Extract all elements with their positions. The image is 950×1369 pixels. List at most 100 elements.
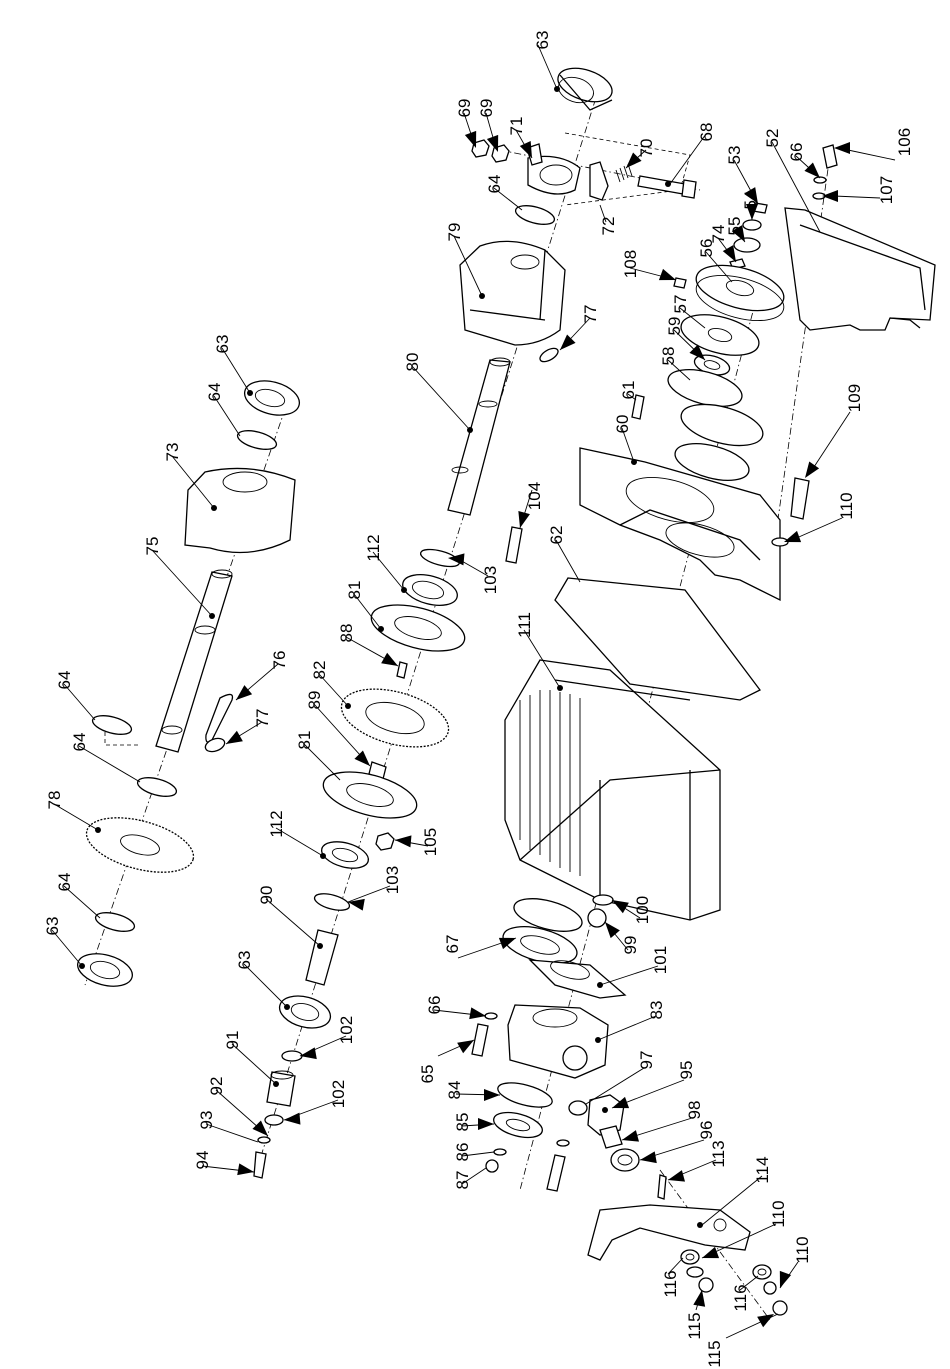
- callout-100: 100: [633, 896, 652, 924]
- callout-64b: 64: [205, 383, 224, 402]
- callout-98: 98: [685, 1101, 704, 1120]
- callout-63: 63: [533, 31, 552, 50]
- callout-66b: 66: [425, 996, 444, 1015]
- callout-108: 108: [621, 250, 640, 278]
- callout-63d: 63: [43, 917, 62, 936]
- callout-115b: 115: [705, 1340, 724, 1367]
- link-dashed-box: [565, 133, 690, 205]
- clip-113: [658, 1175, 666, 1199]
- leader-75: [152, 550, 212, 616]
- callout-87: 87: [453, 1171, 472, 1190]
- leader-90: [266, 899, 320, 946]
- callout-89: 89: [305, 691, 324, 710]
- callout-103b: 103: [383, 866, 402, 894]
- callout-92: 92: [207, 1077, 226, 1096]
- callout-95: 95: [677, 1061, 696, 1080]
- callout-83: 83: [647, 1001, 666, 1020]
- cap-85: [491, 1108, 545, 1142]
- callout-77: 77: [581, 305, 600, 324]
- circlip-64-left-a: [91, 712, 134, 738]
- callout-56: 56: [697, 239, 716, 258]
- callout-94: 94: [193, 1151, 212, 1170]
- nut-96: [611, 1149, 639, 1171]
- shaft-80: [448, 358, 510, 515]
- arrowhead-77: [556, 334, 576, 354]
- arrowhead-103b: [347, 896, 365, 911]
- bolt-65: [472, 1024, 488, 1056]
- bolt-lower-valve: [547, 1155, 565, 1191]
- washer-102-upper: [282, 1051, 302, 1061]
- callout-64: 64: [485, 175, 504, 194]
- nut-105: [376, 833, 394, 850]
- bearing-63-left-bottom: [74, 948, 136, 991]
- washer-55: [734, 238, 760, 252]
- callout-116: 116: [661, 1270, 680, 1297]
- arrowhead-66b: [469, 1007, 487, 1022]
- callout-85: 85: [453, 1113, 472, 1132]
- callout-82: 82: [310, 661, 329, 680]
- callout-105: 105: [421, 828, 440, 856]
- bolt-94: [254, 1152, 266, 1178]
- arrowhead-96: [639, 1151, 657, 1166]
- callout-96: 96: [697, 1121, 716, 1140]
- callout-111: 111: [515, 612, 534, 638]
- valve-body-83: [508, 1005, 608, 1078]
- arrowhead-77b: [223, 731, 243, 749]
- seal-84: [495, 1078, 554, 1112]
- callout-64c: 64: [55, 671, 74, 690]
- shaft-75: [156, 570, 232, 752]
- callout-109: 109: [845, 384, 864, 412]
- callout-66: 66: [787, 143, 806, 162]
- washer-116-left: [681, 1250, 699, 1264]
- callout-116b: 116: [731, 1284, 750, 1311]
- callout-101: 101: [651, 946, 670, 974]
- callout-69: 69: [455, 99, 474, 118]
- spring-70: [616, 164, 632, 182]
- arrowhead-85: [478, 1118, 494, 1130]
- circlip-64-left-b: [136, 774, 179, 800]
- leader-80: [412, 366, 470, 430]
- callout-104: 104: [525, 482, 544, 510]
- callout-52: 52: [763, 129, 782, 148]
- callout-93: 93: [197, 1111, 216, 1130]
- arrowhead-110b: [700, 1247, 719, 1264]
- callout-68: 68: [697, 123, 716, 142]
- key-76: [206, 694, 233, 742]
- callout-60: 60: [613, 415, 632, 434]
- callout-72: 72: [599, 217, 618, 236]
- pin-77-right: [538, 346, 560, 365]
- leader-101: [600, 966, 658, 985]
- callout-65: 65: [418, 1065, 437, 1084]
- ring-103-lower: [313, 891, 351, 914]
- leader-109: [812, 412, 850, 470]
- callout-103: 103: [481, 566, 500, 594]
- callout-61: 61: [619, 381, 638, 400]
- gear-82: [335, 679, 455, 758]
- arrowhead-104: [514, 511, 530, 530]
- callout-102: 102: [337, 1016, 356, 1044]
- washer-116-right: [753, 1265, 771, 1279]
- eccentric-71: [527, 144, 580, 194]
- callout-88: 88: [337, 624, 356, 643]
- bracket-72: [590, 162, 608, 200]
- callout-54: 54: [741, 191, 760, 210]
- nut-87: [486, 1160, 498, 1172]
- leader-63: [538, 45, 557, 89]
- callout-86: 86: [453, 1143, 472, 1162]
- callout-99: 99: [621, 936, 640, 955]
- callout-76: 76: [270, 651, 289, 670]
- callout-73: 73: [163, 443, 182, 462]
- callout-67: 67: [443, 935, 462, 954]
- bearing-63-top: [554, 62, 617, 110]
- washer-66: [485, 1013, 497, 1019]
- callout-75: 75: [143, 537, 162, 556]
- arrowhead-113: [666, 1170, 685, 1186]
- callout-110: 110: [837, 492, 856, 519]
- bolt-109: [791, 478, 809, 519]
- callout-57: 57: [671, 295, 690, 314]
- callout-70: 70: [637, 139, 656, 158]
- guard-cover-52: [785, 208, 935, 330]
- callout-64d: 64: [70, 733, 89, 752]
